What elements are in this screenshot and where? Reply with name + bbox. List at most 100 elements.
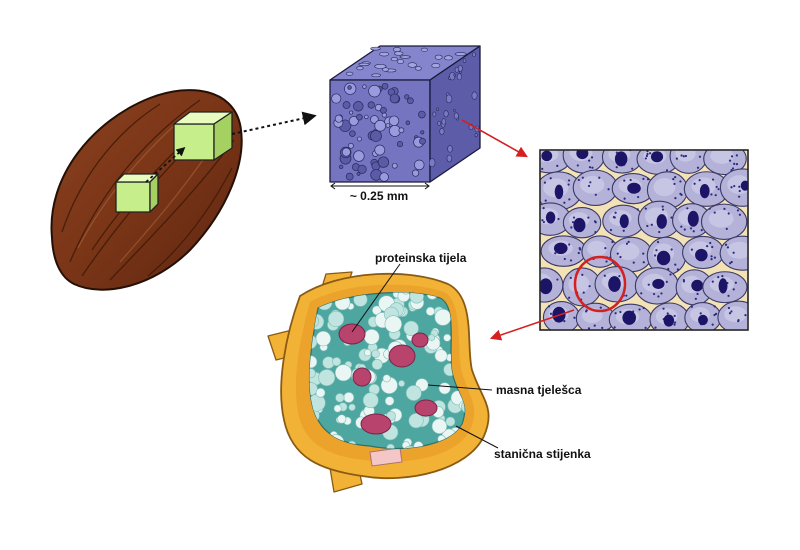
lipid-body <box>402 445 418 449</box>
cell-granule <box>637 195 640 199</box>
cell-granule <box>618 274 621 278</box>
cell-granule <box>587 216 590 219</box>
tissue-bubble <box>398 127 405 134</box>
cell-granule <box>656 240 660 244</box>
scale-label: ~ 0.25 mm <box>350 189 408 203</box>
tissue-bubble <box>385 123 391 128</box>
cell-granule <box>571 221 575 224</box>
cell-granule <box>673 323 676 326</box>
cell-granule <box>727 212 730 215</box>
single-cell <box>267 271 490 493</box>
cell-granule <box>619 310 622 314</box>
cell-granule <box>686 207 689 210</box>
cell-granule <box>542 207 545 210</box>
lipid-body <box>318 369 336 387</box>
cell-granule <box>660 292 663 295</box>
lipid-body <box>398 380 405 387</box>
cell-nucleus <box>699 183 710 199</box>
zoom-arrow-to-cells <box>461 119 528 158</box>
tissue-bubble <box>341 147 351 157</box>
cell-granule <box>679 180 682 183</box>
cell-granule <box>683 228 686 231</box>
lipid-body <box>327 310 345 328</box>
cell-highlight <box>708 209 734 228</box>
tissue-bubble <box>348 116 359 126</box>
cell-granule <box>738 213 741 216</box>
cell-granule <box>694 297 697 300</box>
tissue-bubble <box>462 58 467 63</box>
cell-granule <box>730 260 733 264</box>
cell-granule <box>534 293 536 295</box>
tissue-bubble <box>371 73 381 78</box>
cell-granule <box>646 224 649 228</box>
cell-granule <box>619 255 622 259</box>
cell-highlight <box>587 240 607 257</box>
cell-granule <box>646 152 649 156</box>
cell-granule <box>734 281 737 284</box>
cell-granule <box>532 149 534 151</box>
lipid-body <box>408 413 424 429</box>
tissue-texture <box>331 46 480 182</box>
cell-nucleus <box>622 310 637 325</box>
cell-granule <box>549 177 552 180</box>
tissue-bubble <box>345 71 354 76</box>
leader-lipid-bodies <box>427 384 493 391</box>
tissue-bubble <box>334 114 343 123</box>
cell-granule <box>735 154 738 157</box>
cell-granule <box>585 310 588 313</box>
seed <box>50 89 243 291</box>
cell-granule <box>536 145 538 147</box>
cell-granule <box>563 320 566 323</box>
cell-granule <box>645 154 649 158</box>
tissue-bubble <box>456 73 462 81</box>
lipid-body <box>371 359 383 370</box>
cell-highlight <box>616 242 640 261</box>
cell-nucleus <box>698 314 708 326</box>
tissue-bubble <box>353 101 364 112</box>
cell-granule <box>594 221 597 224</box>
cell-granule <box>680 225 683 228</box>
cell-granule <box>614 211 617 214</box>
selected-cell-highlight <box>573 255 627 313</box>
cell-granule <box>715 185 718 189</box>
cell-granule <box>696 166 700 169</box>
cell-granule <box>730 310 733 313</box>
cell-granule <box>638 308 641 311</box>
cell-granule <box>711 178 715 181</box>
lipid-body <box>461 292 465 303</box>
tissue-bubble <box>379 172 389 182</box>
cell-granule <box>674 175 677 179</box>
cell-granule <box>670 216 673 219</box>
zoom-arrow-to-single-cell <box>489 309 575 341</box>
cell-highlight <box>653 177 676 197</box>
cell-granule <box>654 254 657 257</box>
cell-granule <box>572 216 576 219</box>
protein-body <box>388 344 416 368</box>
cell-granule <box>752 255 754 257</box>
cell-granule <box>568 144 570 146</box>
cell-granule <box>615 166 618 169</box>
cell-granule <box>603 274 606 277</box>
cell-nucleus <box>718 278 728 294</box>
tissue-bubble <box>374 64 387 69</box>
cell-granule <box>735 163 739 166</box>
cell-nucleus <box>652 278 665 289</box>
cell-granule <box>657 295 660 298</box>
tissue-bubble <box>374 144 386 156</box>
label-lipid-bodies: masna tjelešca <box>496 383 582 397</box>
cell-highlight <box>568 274 590 294</box>
cell-nucleus <box>554 184 564 200</box>
cell-granule <box>594 193 597 196</box>
cell-granule <box>613 326 616 329</box>
cell-granule <box>710 255 713 258</box>
lipid-body <box>443 333 452 342</box>
cell-granule <box>541 167 544 170</box>
cell-granule <box>582 291 585 294</box>
tissue-bubble <box>331 93 342 104</box>
cell-granule <box>669 273 672 276</box>
cell-granule <box>598 176 601 179</box>
cell-sheet <box>532 144 754 331</box>
small-sample-cube <box>115 173 159 213</box>
cell-granule <box>537 214 539 216</box>
cell-granule <box>658 230 661 234</box>
